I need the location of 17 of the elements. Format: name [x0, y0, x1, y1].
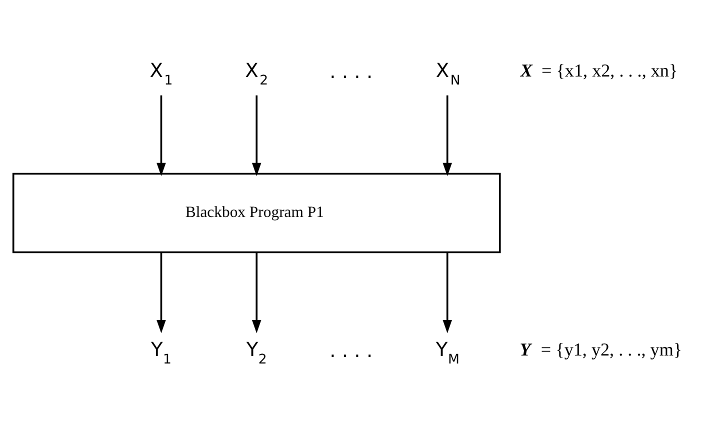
arrow — [252, 252, 262, 333]
node-text: X$_{1}$ — [150, 58, 173, 88]
label: . . . . — [330, 60, 373, 83]
arrow — [156, 252, 166, 333]
label: X = {x1, x2, . . ., xn} — [520, 60, 678, 80]
node-text: Y$_{1}$ — [150, 337, 172, 367]
node-text: Y$_{M}$ — [436, 337, 460, 367]
node-text: X$_{N}$ — [436, 58, 460, 88]
label: . . . . — [330, 338, 373, 362]
arrow — [252, 94, 262, 176]
node-box: Blackbox Program P1 — [12, 172, 501, 253]
node-text: X$_{2}$ — [245, 58, 268, 88]
arrow — [442, 252, 452, 333]
node-text: Y$_{2}$ — [246, 337, 267, 367]
label: Y = {y1, y2, . . ., ym} — [520, 338, 682, 359]
arrow — [156, 94, 166, 176]
arrow — [442, 94, 452, 176]
